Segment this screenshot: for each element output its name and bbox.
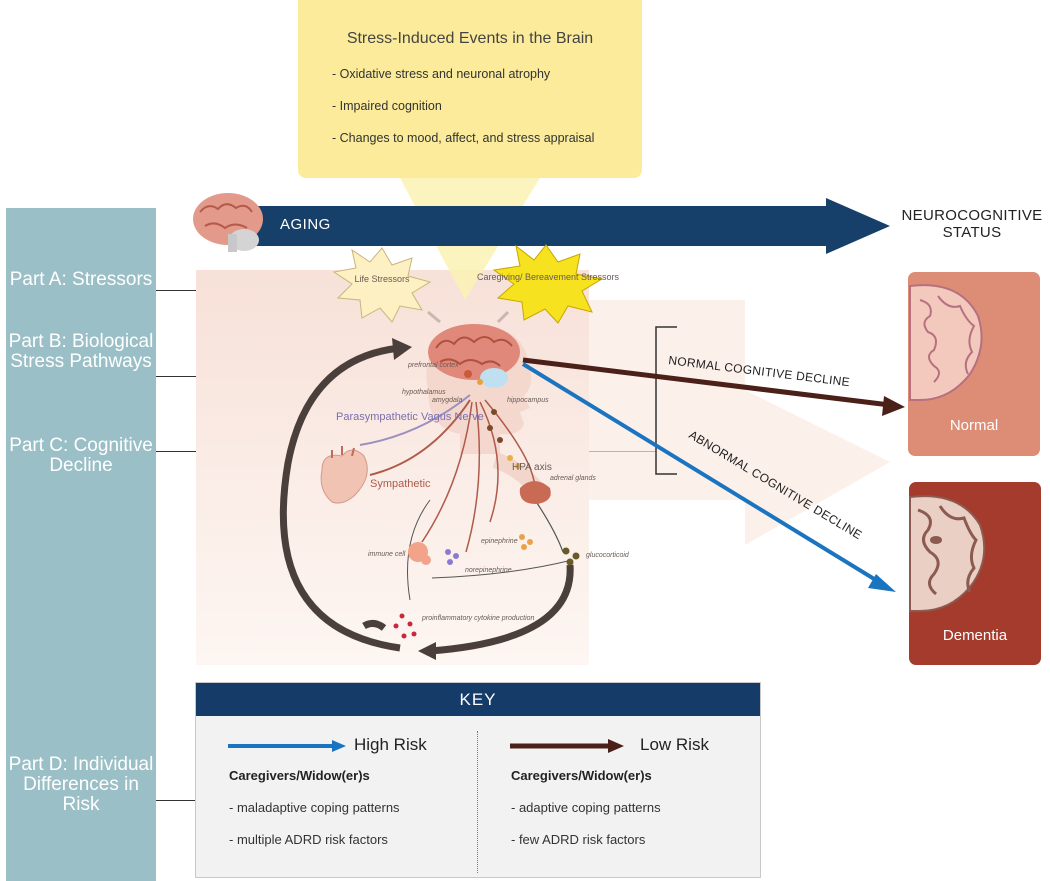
label-norepinephrine: norepinephrine: [465, 567, 512, 574]
high-risk-item: - maladaptive coping patterns: [229, 800, 400, 815]
brain-events-box: Stress-Induced Events in the Brain - Oxi…: [298, 0, 642, 178]
feedback-arc-left: [279, 344, 401, 652]
key-divider: [477, 731, 478, 873]
key-title: KEY: [196, 683, 760, 716]
vagus-nerve: [359, 394, 471, 446]
label-hpa-axis: HPA axis: [512, 462, 552, 473]
central-brain-icon: [428, 324, 520, 388]
feedback-arc-right: [429, 564, 574, 655]
aging-brain-icon: [193, 193, 263, 252]
high-risk-arrow-icon: [228, 740, 346, 752]
part-a-label: Part A: Stressors: [9, 269, 153, 290]
sympathetic-nerve: [369, 399, 471, 476]
key-low-risk-column: Low Risk Caregivers/Widow(er)s - adaptiv…: [478, 716, 760, 877]
low-risk-group: Caregivers/Widow(er)s: [511, 768, 652, 783]
label-hypothalamus: hypothalamus: [402, 389, 446, 396]
nerve-epi: [479, 401, 499, 523]
part-d-label: Part D: Individual Differences in Risk: [8, 754, 154, 815]
label-hippocampus: hippocampus: [507, 397, 549, 404]
feedback-arc-right-head: [418, 642, 436, 660]
heart-icon: [320, 446, 368, 504]
nerve-immune: [421, 401, 473, 543]
norepinephrine-dot: [445, 549, 451, 555]
aging-arrow-shaft: [255, 206, 830, 246]
label-glucocorticoid: glucocorticoid: [586, 552, 630, 559]
high-risk-item: - multiple ADRD risk factors: [229, 832, 388, 847]
glucocorticoid-dot: [566, 558, 574, 566]
dementia-brain-icon: [909, 495, 986, 612]
epinephrine-dot: [527, 539, 533, 545]
norepinephrine-dot: [453, 553, 459, 559]
glucocorticoid-dot: [562, 547, 570, 555]
label-epinephrine: epinephrine: [481, 538, 518, 545]
part-b-label: Part B: Biological Stress Pathways: [8, 331, 154, 372]
epinephrine-dot: [521, 544, 527, 550]
low-risk-item: - few ADRD risk factors: [511, 832, 646, 847]
cytokine-dot: [411, 631, 417, 637]
life-stressors-burst: [332, 247, 432, 323]
aging-arrow-head: [826, 198, 890, 254]
cytokine-dot: [401, 633, 407, 639]
aging-label: AGING: [280, 216, 331, 233]
parts-sidebar: Part A: Stressors Part B: Biological Str…: [6, 208, 156, 881]
label-immune-cell: immune cell: [368, 551, 406, 558]
adrenal-gland-icon: [519, 481, 551, 504]
normal-decline-arrow: [522, 357, 891, 408]
neurocognitive-status-label: NEUROCOGNITIVE STATUS: [901, 207, 1043, 241]
feedback-arc-bottom: [362, 619, 387, 631]
label-sympathetic: Sympathetic: [370, 478, 431, 490]
immune-cell-line: [407, 499, 431, 601]
brain-events-item: - Changes to mood, affect, and stress ap…: [332, 131, 595, 145]
abnormal-decline-arrow-head: [868, 574, 896, 592]
normal-brain-icon: [909, 284, 983, 401]
brain-events-item: - Oxidative stress and neuronal atrophy: [332, 67, 551, 81]
caregiving-stressor-arrow: [496, 310, 510, 324]
low-risk-item: - adaptive coping patterns: [511, 800, 661, 815]
high-risk-label: High Risk: [354, 735, 427, 754]
label-prefrontal-cortex: prefrontal cortex: [407, 362, 459, 369]
caregiving-stressors-burst: [492, 244, 604, 324]
feedback-arc-left-head: [392, 338, 412, 360]
normal-decline-arrow-head: [882, 396, 905, 416]
life-stressor-arrow: [427, 310, 441, 324]
cytokine-dot: [399, 613, 405, 619]
gluco-feedback-line: [431, 559, 573, 579]
trajectory-bracket: [655, 326, 677, 475]
hpa-dot: [491, 409, 497, 415]
cytokine-dot: [407, 621, 413, 627]
hpa-dot: [507, 455, 513, 461]
hpa-dot: [487, 425, 493, 431]
cytokine-dot: [393, 623, 399, 629]
pale-transition-arrow: [589, 300, 890, 545]
part-c-label: Part C: Cognitive Decline: [9, 435, 153, 476]
caregiving-stressors-label: Caregiving/ Bereavement Stressors: [477, 272, 620, 282]
low-risk-arrow-icon: [510, 739, 624, 753]
brain-events-item: - Impaired cognition: [332, 99, 442, 113]
key-box: KEY High Risk Caregivers/Widow(er)s - ma…: [195, 682, 761, 878]
life-stressors-label: Life Stressors: [354, 274, 410, 284]
brain-events-title: Stress-Induced Events in the Brain: [346, 30, 594, 47]
low-risk-label: Low Risk: [640, 735, 709, 754]
label-adrenal-glands: adrenal glands: [550, 475, 596, 482]
norepinephrine-dot: [447, 559, 453, 565]
high-risk-group: Caregivers/Widow(er)s: [229, 768, 370, 783]
nerve-norepi: [465, 401, 481, 553]
epinephrine-dot: [519, 534, 525, 540]
label-parasympathetic: Parasympathetic Vagus Nerve: [336, 411, 484, 423]
glucocorticoid-dot: [572, 552, 580, 560]
key-high-risk-column: High Risk Caregivers/Widow(er)s - malada…: [196, 716, 478, 877]
hpa-dot: [497, 437, 503, 443]
hpa-dot: [515, 463, 521, 469]
label-cytokine: proinflammatory cytokine production: [421, 615, 535, 622]
adrenal-to-gluco: [534, 499, 564, 553]
abnormal-decline-arrow: [521, 362, 886, 587]
label-amygdala: amygdala: [432, 397, 462, 404]
part-d-leader: [156, 800, 196, 801]
